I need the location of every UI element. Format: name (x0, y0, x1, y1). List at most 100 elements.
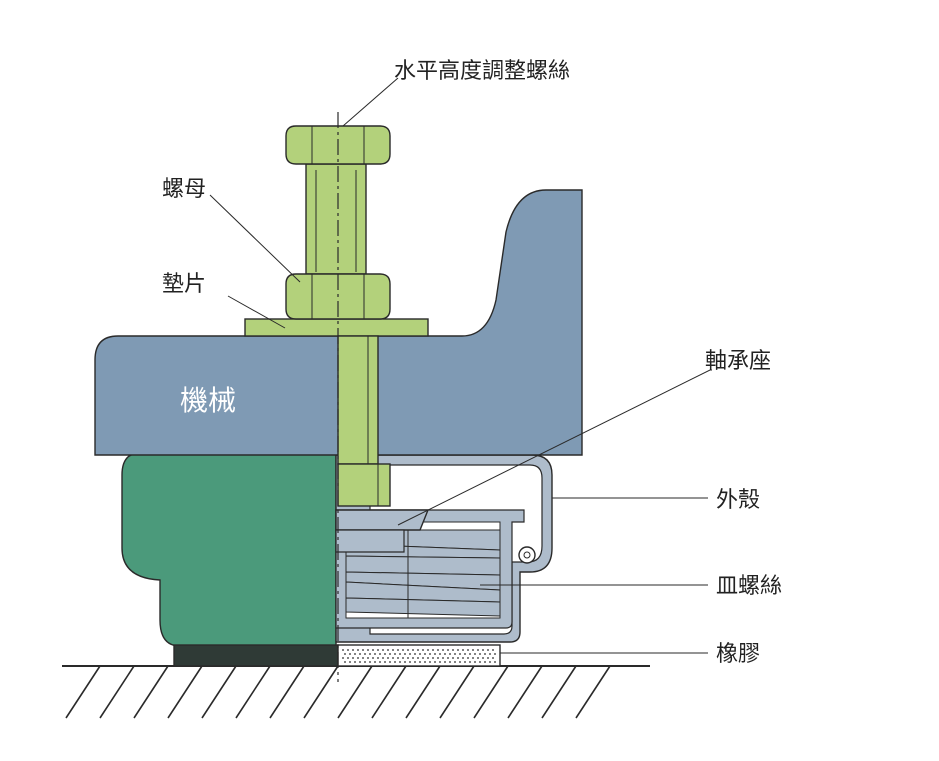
texture-dot (389, 653, 391, 655)
nut-label: 螺母 (162, 177, 206, 202)
texture-dot (489, 661, 491, 663)
texture-dot (389, 661, 391, 663)
housing-label: 外殼 (716, 488, 760, 513)
texture-dot (454, 653, 456, 655)
texture-dot (477, 649, 479, 651)
bearing-seat-label: 軸承座 (705, 349, 771, 374)
texture-dot (467, 657, 469, 659)
texture-dot (462, 657, 464, 659)
texture-dot (427, 649, 429, 651)
texture-dot (362, 649, 364, 651)
texture-dot (357, 657, 359, 659)
texture-dot (464, 661, 466, 663)
texture-dot (454, 661, 456, 663)
hatch-line (337, 665, 373, 719)
texture-dot (397, 649, 399, 651)
hatch-line (507, 665, 543, 719)
texture-dot (417, 649, 419, 651)
machine-body: 機械 (94, 189, 583, 456)
texture-dot (479, 653, 481, 655)
ground (62, 665, 650, 719)
texture-dot (407, 657, 409, 659)
texture-dot (462, 649, 464, 651)
texture-dot (382, 657, 384, 659)
texture-dot (457, 649, 459, 651)
texture-dot (344, 653, 346, 655)
texture-dot (452, 657, 454, 659)
texture-dot (482, 657, 484, 659)
texture-dot (429, 653, 431, 655)
texture-dot (394, 653, 396, 655)
texture-dot (349, 661, 351, 663)
rubber-pad (173, 644, 501, 667)
texture-dot (349, 653, 351, 655)
rubber-pad-texture (342, 649, 496, 663)
housing-pin-hole (523, 551, 531, 559)
texture-dot (444, 653, 446, 655)
texture-dot (372, 657, 374, 659)
texture-dot (394, 661, 396, 663)
texture-dot (369, 653, 371, 655)
texture-dot (474, 661, 476, 663)
texture-dot (444, 661, 446, 663)
texture-dot (404, 653, 406, 655)
texture-dot (367, 649, 369, 651)
texture-dot (449, 653, 451, 655)
texture-dot (494, 661, 496, 663)
leveling-screw-label: 水平高度調整螺絲 (394, 59, 570, 84)
texture-dot (472, 657, 474, 659)
texture-dot (347, 657, 349, 659)
texture-dot (434, 661, 436, 663)
rubber-body-shape (121, 452, 337, 647)
texture-dot (414, 661, 416, 663)
texture-dot (354, 653, 356, 655)
texture-dot (424, 653, 426, 655)
texture-dot (362, 657, 364, 659)
texture-dot (402, 657, 404, 659)
rubber-label: 橡膠 (716, 642, 760, 667)
texture-dot (459, 653, 461, 655)
hatch-line (541, 665, 577, 719)
texture-dot (364, 661, 366, 663)
texture-dot (347, 649, 349, 651)
bolt-shank (305, 163, 391, 507)
rubber-pad-left (173, 644, 339, 667)
texture-dot (379, 653, 381, 655)
texture-dot (357, 649, 359, 651)
texture-dot (442, 657, 444, 659)
texture-dot (442, 649, 444, 651)
texture-dot (432, 649, 434, 651)
texture-dot (377, 649, 379, 651)
texture-dot (477, 657, 479, 659)
hatch-line (235, 665, 271, 719)
texture-dot (434, 653, 436, 655)
texture-dot (407, 649, 409, 651)
texture-dot (397, 657, 399, 659)
texture-dot (402, 649, 404, 651)
texture-dot (459, 661, 461, 663)
texture-dot (457, 657, 459, 659)
texture-dot (359, 661, 361, 663)
texture-dot (374, 653, 376, 655)
texture-dot (467, 649, 469, 651)
texture-dot (447, 657, 449, 659)
texture-dot (494, 653, 496, 655)
texture-dot (414, 653, 416, 655)
texture-dot (439, 661, 441, 663)
hatch-line (371, 665, 407, 719)
texture-dot (342, 649, 344, 651)
texture-dot (359, 653, 361, 655)
labels: 水平高度調整螺絲 螺母 墊片 軸承座 外殼 皿螺絲 橡膠 (162, 59, 782, 667)
hatch-line (201, 665, 237, 719)
texture-dot (469, 661, 471, 663)
disc-spring-label: 皿螺絲 (716, 574, 782, 599)
texture-dot (367, 657, 369, 659)
rubber-body (121, 452, 337, 647)
texture-dot (429, 661, 431, 663)
texture-dot (427, 657, 429, 659)
texture-dot (474, 653, 476, 655)
texture-dot (392, 649, 394, 651)
texture-dot (399, 653, 401, 655)
leader-lines (209, 77, 712, 654)
texture-dot (487, 657, 489, 659)
